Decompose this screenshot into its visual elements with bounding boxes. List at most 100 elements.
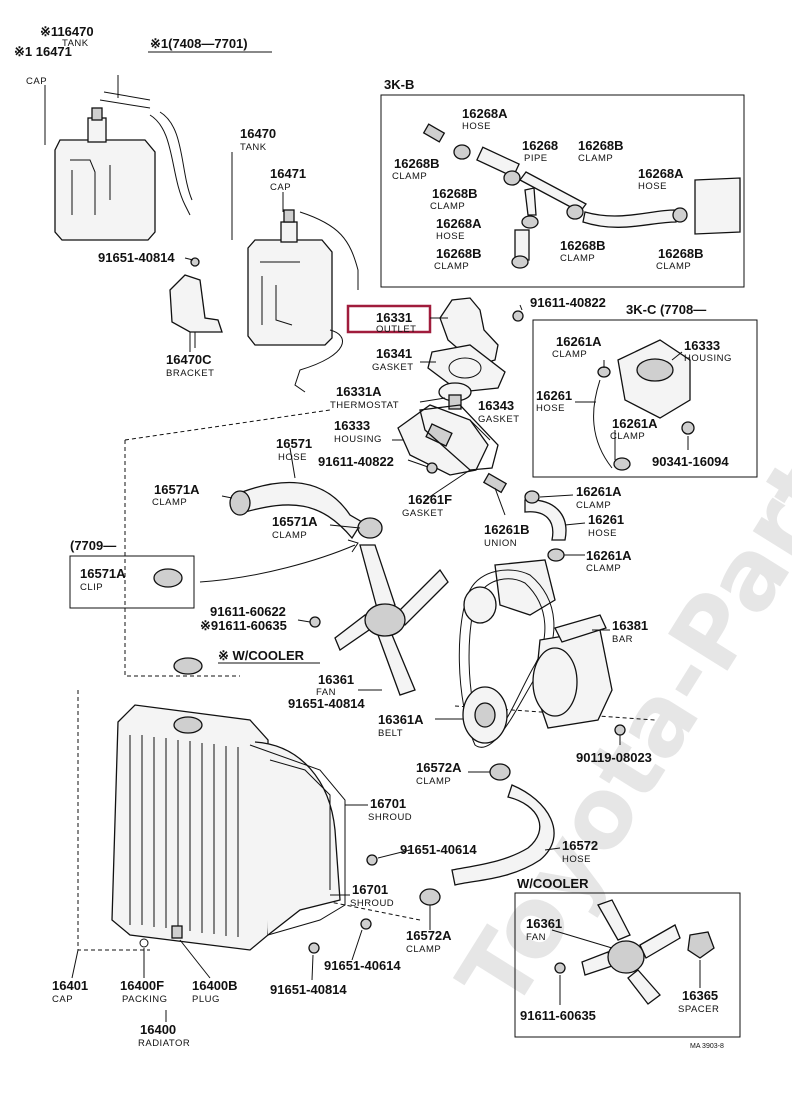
housing-bolt [426, 462, 438, 474]
part-name: HOSE [588, 528, 617, 539]
part-name: CLAMP [152, 497, 187, 508]
callout-cap-alt: ※1 16471 CAP [14, 44, 72, 87]
part-number: 16268B [560, 238, 606, 253]
part-name: PACKING [122, 994, 168, 1005]
radiator-cap-part [173, 657, 203, 675]
callout-gasket-16341: 16341 GASKET [372, 346, 414, 373]
part-number: 16400F [120, 978, 164, 993]
part-name: CLAMP [272, 530, 307, 541]
box-3k-c [532, 319, 758, 478]
callout-fan-16361: 16361 FAN [316, 672, 354, 698]
callout-kb-clamp-4: 16268B CLAMP [560, 238, 606, 264]
callout-union-16261b: 16261B UNION [484, 522, 530, 549]
3k-c-housing [593, 339, 695, 471]
callout-bolt-08023: 90119-08023 [576, 750, 652, 765]
part-number: 91611-40822 [318, 454, 394, 469]
part-number: 16381 [612, 618, 648, 633]
part-number: 16701 [370, 796, 406, 811]
part-name: CLAMP [416, 776, 451, 787]
part-number: 16471 [270, 166, 306, 181]
part-number: 16268B [658, 246, 704, 261]
callout-fan-16361-b: 16361 FAN [526, 916, 562, 943]
part-name: HOSE [278, 452, 307, 463]
part-number: 16261A [556, 334, 602, 349]
part-number: 16331A [336, 384, 382, 399]
callout-shroud-16701: 16701 SHROUD [368, 796, 412, 823]
callout-kb-hose-2: 16268A HOSE [638, 166, 684, 192]
callout-kc-housing: 16333 HOUSING [684, 338, 731, 364]
callout-outlet: 16331 OUTLET [376, 310, 416, 335]
part-name: UNION [484, 538, 517, 549]
part-number: 90341-16094 [652, 454, 729, 469]
w-cooler-fan [554, 899, 715, 1005]
part-name: CAP [52, 994, 73, 1005]
box-w-cooler [514, 892, 741, 1038]
part-number: 16400 [140, 1022, 176, 1037]
part-name: BELT [378, 728, 403, 739]
part-number: 16331 [376, 310, 412, 325]
part-number: 91651-40814 [270, 982, 347, 997]
callout-bolt-60635-a: ※91611-60635 [200, 618, 287, 633]
part-number: 16261 [536, 388, 572, 403]
callout-cap-16401: 16401 CAP [52, 978, 88, 1005]
part-number: 16268B [432, 186, 478, 201]
part-number: 16333 [334, 418, 370, 433]
part-number: 16343 [478, 398, 514, 413]
part-number: 16400B [192, 978, 238, 993]
callout-plug: 16400B PLUG [192, 978, 238, 1005]
water-pump-and-belt [458, 559, 626, 748]
callout-bar: 16381 BAR [612, 618, 648, 645]
tank-bracket [169, 257, 223, 333]
part-number: 16261A [586, 548, 632, 563]
3k-b-pipe-assembly [422, 123, 741, 269]
part-number: 91651-40614 [400, 842, 477, 857]
part-name: CAP [26, 76, 47, 87]
callout-bolt-60635-b: 91611-60635 [520, 1008, 596, 1023]
callout-bolt-40814-a: 91651-40814 [98, 250, 175, 265]
part-number: 16261 [588, 512, 624, 527]
callout-gasket-16261f: 16261F GASKET [402, 492, 452, 519]
callout-kb-clamp-2: 16268B CLAMP [392, 156, 440, 182]
part-number: 91611-40822 [530, 295, 606, 310]
callout-kb-clamp-6: 16268B CLAMP [656, 246, 704, 272]
part-number: 16572A [406, 928, 452, 943]
part-number: 16261A [612, 416, 658, 431]
callout-kb-hose-3: 16268A HOSE [436, 216, 482, 242]
callout-kc-clamp-2: 16261A CLAMP [610, 416, 658, 442]
part-name: BRACKET [166, 368, 214, 379]
part-number: 91611-60635 [520, 1008, 596, 1023]
header-w-cooler-1: ※ W/COOLER [218, 648, 305, 663]
part-number: 16470C [166, 352, 212, 367]
thermostat-housing [397, 404, 489, 476]
part-name: RADIATOR [138, 1038, 190, 1049]
part-name: CLAMP [586, 563, 621, 574]
callout-bolt-40614-b: 91651-40614 [324, 958, 401, 973]
part-name: CLAMP [576, 500, 611, 511]
header-3k-c: 3K-C (7708— [626, 302, 706, 317]
callout-shroud-16701-b: 16701 SHROUD [350, 882, 394, 909]
part-number: 16361 [318, 672, 354, 687]
callout-clamp-16261a-2: 16261A CLAMP [586, 548, 632, 574]
part-name: HOSE [562, 854, 591, 865]
box-3k-b [380, 94, 745, 288]
part-name: CLAMP [430, 201, 465, 212]
footer-code: MA 3903-8 [690, 1043, 724, 1050]
callout-kb-clamp-5: 16268B CLAMP [434, 246, 482, 272]
callout-kb-clamp-3: 16268B CLAMP [430, 186, 478, 212]
callout-gasket-16343: 16343 GASKET [478, 398, 519, 425]
part-name: GASKET [402, 508, 444, 519]
part-number: ※91611-60635 [200, 618, 287, 633]
part-name: GASKET [372, 362, 414, 373]
hose-clamp-b [357, 517, 383, 539]
part-number: 16268A [638, 166, 684, 181]
part-number: 16261F [408, 492, 452, 507]
part-number: 16571A [154, 482, 200, 497]
callout-bolt-40822-b: 91611-40822 [318, 454, 394, 469]
part-number: 16572A [416, 760, 462, 775]
header-top-note: ※1(7408—7701) [150, 36, 248, 51]
callout-kb-pipe: 16268 PIPE [522, 138, 558, 164]
part-number: 16571A [80, 566, 126, 581]
part-name: CLAMP [392, 171, 427, 182]
